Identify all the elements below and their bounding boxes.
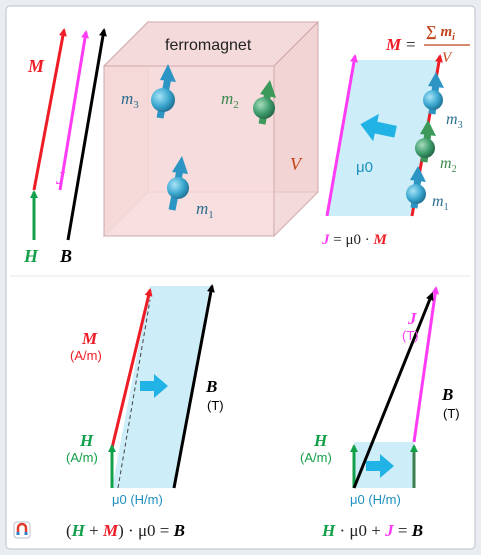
magnetization-formula: M = ∑ mi V [385, 24, 470, 66]
moment-m3 [151, 64, 176, 119]
right-m1-head [410, 166, 426, 182]
moment-m3-arrow-head [160, 64, 176, 82]
right-mu0-label: μ0 [356, 159, 373, 176]
vector-M [32, 28, 67, 191]
bl-unit-B: (T) [207, 398, 224, 413]
formula-M: M [385, 35, 402, 54]
formula-J-mu0-M: J = μ0 · M [321, 232, 388, 248]
right-moment-m2 [415, 120, 436, 163]
label-M: M [27, 56, 45, 76]
right-vector-J [325, 54, 358, 217]
br-vector-B [352, 292, 434, 489]
top-right-panel: μ0 m3 m2 m1 J = μ0 · M [321, 54, 463, 248]
bl-label-B: B [205, 377, 217, 396]
moment-m2-arrow-head [260, 80, 276, 98]
right-m3-sphere [423, 90, 443, 110]
bl-equation: (H + M) · μ0 = B [66, 521, 185, 540]
label-B: B [59, 246, 72, 266]
moment-m1 [167, 156, 189, 211]
br-unit-J: (T) [402, 328, 419, 343]
moment-m2 [253, 80, 276, 125]
moment-m3-sphere [151, 88, 175, 112]
vector-B [66, 28, 107, 241]
bottom-right-diagram: J (T) H (A/m) B (T) μ0 (H/m) H · μ0 + J … [300, 286, 460, 540]
top-left-vectors: M J H B [23, 28, 107, 266]
label-J: J [55, 168, 66, 188]
bl-label-H: H [79, 431, 94, 450]
br-label-H: H [313, 431, 328, 450]
formula-numerator: ∑ mi [426, 24, 455, 43]
cube-volume-label: V [290, 154, 303, 174]
right-m1-label: m1 [432, 193, 449, 213]
moment-m2-label: m2 [221, 89, 239, 111]
mu0-area [327, 60, 438, 216]
left-arrow [360, 113, 397, 142]
logo-icon [13, 521, 31, 539]
bl-label-M: M [81, 329, 98, 348]
br-label-B: B [441, 385, 453, 404]
bl-unit-H: (A/m) [66, 450, 98, 465]
right-moment-m3 [423, 72, 444, 115]
bl-dashed-guide [117, 299, 151, 489]
label-H: H [23, 246, 39, 266]
right-m2-label: m2 [440, 155, 457, 175]
br-mu0-label: μ0 (H/m) [350, 492, 401, 507]
bl-unit-M: (A/m) [70, 348, 102, 363]
cube-front-face [103, 65, 275, 237]
br-unit-H: (A/m) [300, 450, 332, 465]
br-equation: H · μ0 + J = B [321, 521, 423, 540]
bottom-left-diagram: M (A/m) H (A/m) B (T) μ0 (H/m) (H + M) ·… [66, 284, 224, 540]
moment-m1-arrow-head [172, 156, 188, 174]
bl-vector-M [110, 288, 153, 449]
right-m3-head [428, 72, 444, 88]
vector-J [58, 30, 89, 191]
right-m2-sphere [415, 138, 435, 158]
cube-title: ferromagnet [165, 37, 252, 54]
br-vector-J [412, 286, 440, 443]
moment-m3-label: m3 [121, 89, 139, 111]
moment-m1-sphere [167, 177, 189, 199]
bl-right-arrow [140, 374, 168, 398]
br-right-arrow [366, 454, 394, 478]
right-m3-label: m3 [446, 111, 463, 131]
bl-mu0-label: μ0 (H/m) [112, 492, 163, 507]
formula-denominator: V [442, 50, 453, 66]
right-m1-sphere [406, 184, 426, 204]
moment-m1-label: m1 [196, 199, 214, 221]
right-moment-m1 [406, 166, 426, 209]
br-unit-B: (T) [443, 406, 460, 421]
ferromagnet-cube: ferromagnet V m3 m2 m1 [102, 20, 320, 238]
moment-m2-sphere [253, 97, 275, 119]
br-label-J: J [407, 309, 417, 328]
cube-right-face [273, 20, 319, 238]
right-m2-head [420, 120, 436, 136]
formula-equals: = [406, 35, 416, 54]
bl-vector-B [172, 284, 215, 489]
